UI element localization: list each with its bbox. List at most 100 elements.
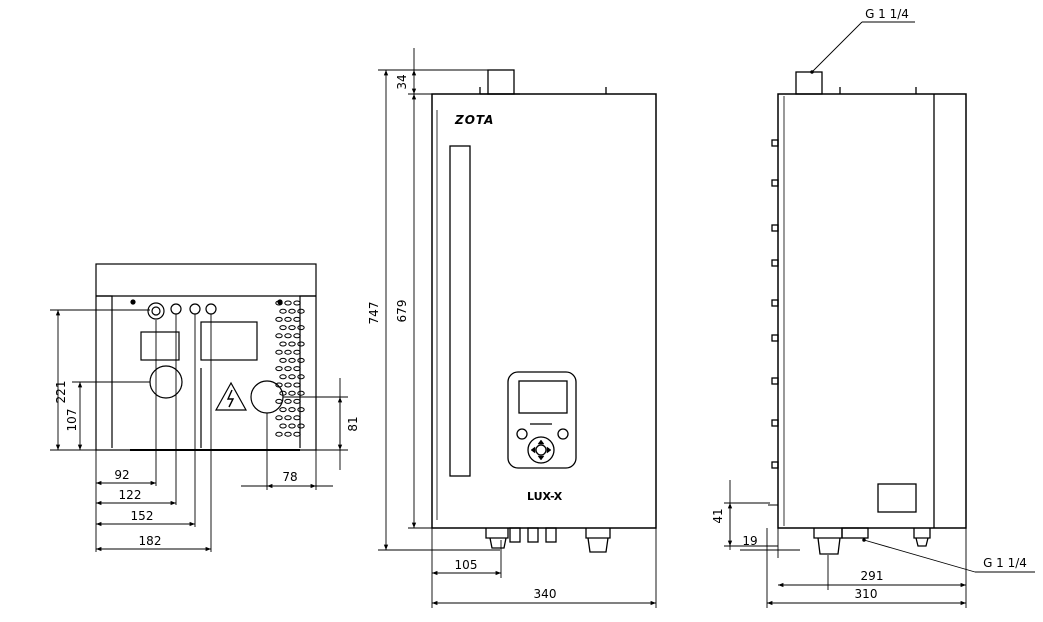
vent-slot bbox=[288, 407, 296, 413]
brand-logo: ZOTA bbox=[454, 113, 494, 127]
side-top-pipe bbox=[795, 71, 823, 95]
dim-291: 291 bbox=[861, 569, 884, 583]
vent-slot bbox=[293, 398, 301, 404]
mount-tab bbox=[771, 461, 779, 469]
mount-tab bbox=[771, 139, 779, 147]
mount-tab bbox=[771, 179, 779, 187]
bottom-view-block-right bbox=[200, 321, 258, 361]
dim-340: 340 bbox=[534, 587, 557, 601]
vent-slot bbox=[297, 325, 305, 331]
vent-slot bbox=[284, 300, 292, 306]
vent-slot bbox=[297, 423, 305, 429]
bottom-view-right-bracket bbox=[299, 295, 316, 448]
dim-41: 41 bbox=[711, 508, 725, 523]
vent-slot bbox=[279, 423, 287, 429]
mount-tab bbox=[771, 377, 779, 385]
bottom-view-port-2 bbox=[170, 303, 182, 315]
dim-92: 92 bbox=[114, 468, 129, 482]
dim-107: 107 bbox=[65, 409, 79, 432]
control-panel-display bbox=[518, 380, 568, 414]
vent-slot bbox=[284, 316, 292, 322]
vent-slot bbox=[284, 431, 292, 437]
mount-tab bbox=[771, 224, 779, 232]
bottom-view-inlet bbox=[149, 365, 183, 399]
side-view bbox=[768, 71, 967, 555]
bottom-view-block-left bbox=[140, 331, 180, 361]
vent-slot bbox=[288, 341, 296, 347]
vent-slot bbox=[284, 398, 292, 404]
control-panel-dpad bbox=[527, 436, 555, 464]
side-mount-tabs bbox=[771, 139, 779, 469]
vent-slot bbox=[275, 316, 283, 322]
vent-slot bbox=[288, 357, 296, 363]
vent-slot bbox=[279, 325, 287, 331]
vent-slot bbox=[275, 398, 283, 404]
dim-679: 679 bbox=[395, 300, 409, 323]
side-label-plate bbox=[877, 483, 917, 513]
vent-slot bbox=[288, 325, 296, 331]
bottom-view-vents bbox=[275, 300, 305, 437]
vent-slot bbox=[293, 382, 301, 388]
vent-slot bbox=[293, 349, 301, 355]
vent-slot bbox=[293, 333, 301, 339]
vent-slot bbox=[279, 341, 287, 347]
vent-slot bbox=[288, 423, 296, 429]
vent-slot bbox=[284, 415, 292, 421]
front-view-dimensions bbox=[378, 48, 657, 608]
front-top-pipe bbox=[487, 69, 515, 95]
bottom-view-port-1 bbox=[147, 302, 165, 320]
vent-slot bbox=[275, 349, 283, 355]
dim-19: 19 bbox=[742, 534, 757, 548]
vent-slot bbox=[293, 316, 301, 322]
vent-slot bbox=[279, 407, 287, 413]
front-view bbox=[431, 69, 657, 553]
vent-slot bbox=[293, 300, 301, 306]
dim-152: 152 bbox=[131, 509, 154, 523]
vent-slot bbox=[284, 333, 292, 339]
high-voltage-warning-icon bbox=[214, 381, 248, 411]
vent-slot bbox=[288, 308, 296, 314]
dim-78: 78 bbox=[282, 470, 297, 484]
vent-slot bbox=[288, 390, 296, 396]
mount-tab bbox=[771, 419, 779, 427]
bottom-view-port-3 bbox=[189, 303, 201, 315]
vent-slot bbox=[275, 431, 283, 437]
mount-tab bbox=[771, 299, 779, 307]
vent-slot bbox=[275, 366, 283, 372]
vent-slot bbox=[297, 308, 305, 314]
vent-slot bbox=[279, 390, 287, 396]
bottom-view-dimensions bbox=[50, 309, 348, 552]
side-view-dimensions bbox=[724, 21, 1035, 608]
bottom-view-left-bracket bbox=[96, 295, 113, 448]
bottom-view-outlet bbox=[250, 380, 284, 414]
dim-182: 182 bbox=[139, 534, 162, 548]
dim-310: 310 bbox=[855, 587, 878, 601]
front-window bbox=[449, 145, 471, 477]
side-bottom-fitting bbox=[813, 528, 843, 555]
mount-tab bbox=[771, 334, 779, 342]
vent-slot bbox=[284, 366, 292, 372]
vent-slot bbox=[297, 407, 305, 413]
vent-slot bbox=[293, 415, 301, 421]
dim-105: 105 bbox=[455, 558, 478, 572]
model-label: LUX-X bbox=[527, 490, 563, 503]
dim-221: 221 bbox=[54, 381, 68, 404]
front-bottom-fittings bbox=[485, 527, 611, 553]
callout-bottom-thread: G 1 1/4 bbox=[983, 556, 1027, 570]
bottom-view-port-4 bbox=[205, 303, 217, 315]
vent-slot bbox=[275, 415, 283, 421]
vent-slot bbox=[297, 390, 305, 396]
vent-slot bbox=[288, 374, 296, 380]
vent-slot bbox=[297, 374, 305, 380]
control-panel-ok-button bbox=[557, 428, 569, 440]
mount-tab bbox=[771, 259, 779, 267]
dim-747: 747 bbox=[367, 302, 381, 325]
front-body bbox=[431, 93, 657, 529]
vent-slot bbox=[279, 308, 287, 314]
vent-slot bbox=[297, 341, 305, 347]
bottom-view-outline bbox=[95, 263, 317, 451]
control-panel-back-button bbox=[516, 428, 528, 440]
dim-122: 122 bbox=[119, 488, 142, 502]
